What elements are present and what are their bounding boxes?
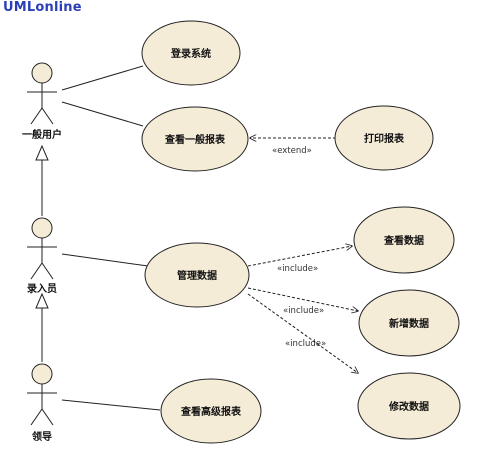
svg-text:查看数据: 查看数据 xyxy=(383,234,424,247)
actor-head-icon xyxy=(31,363,53,385)
svg-text:打印报表: 打印报表 xyxy=(364,132,405,145)
actor-leader[interactable]: 领导 xyxy=(27,363,57,443)
svg-text:登录系统: 登录系统 xyxy=(170,47,211,60)
brand-logo: UMLonline xyxy=(3,0,82,15)
usecase-manage-data[interactable]: 管理数据 xyxy=(144,242,250,308)
svg-text:修改数据: 修改数据 xyxy=(388,400,429,413)
association-leader-advanced xyxy=(61,399,161,411)
association-user-view-report xyxy=(61,101,144,127)
svg-text:查看一般报表: 查看一般报表 xyxy=(164,133,226,146)
actor-head-icon xyxy=(31,217,53,239)
include-line-view xyxy=(247,246,352,267)
generalization-leader-to-data-entry xyxy=(35,292,49,362)
actor-label: 一般用户 xyxy=(22,128,62,141)
association-user-login xyxy=(61,65,144,91)
usecase-add-data[interactable]: 新增数据 xyxy=(358,289,460,357)
usecase-view-data[interactable]: 查看数据 xyxy=(353,206,455,274)
usecase-modify-data[interactable]: 修改数据 xyxy=(357,372,461,440)
include-line-add xyxy=(247,287,358,311)
svg-text:管理数据: 管理数据 xyxy=(177,269,217,282)
actor-data-entry[interactable]: 录入员 xyxy=(27,217,57,295)
usecase-print-report[interactable]: 打印报表 xyxy=(334,105,434,171)
usecase-login[interactable]: 登录系统 xyxy=(141,20,241,86)
usecase-view-general-report[interactable]: 查看一般报表 xyxy=(141,106,249,172)
actor-label: 领导 xyxy=(32,430,52,443)
include-label-view: «include» xyxy=(277,264,318,274)
svg-text:查看高级报表: 查看高级报表 xyxy=(180,405,242,418)
actor-head-icon xyxy=(31,62,53,84)
include-label-modify: «include» xyxy=(285,339,326,349)
svg-text:新增数据: 新增数据 xyxy=(389,317,429,330)
generalization-data-entry-to-user xyxy=(35,144,49,216)
usecase-view-advanced-report[interactable]: 查看高级报表 xyxy=(160,378,262,444)
include-line-modify xyxy=(247,293,358,373)
extend-label: «extend» xyxy=(272,146,312,156)
association-entry-manage xyxy=(61,253,149,267)
actor-general-user[interactable]: 一般用户 xyxy=(22,62,62,141)
include-label-add: «include» xyxy=(283,306,324,316)
actor-label: 录入员 xyxy=(27,283,57,295)
